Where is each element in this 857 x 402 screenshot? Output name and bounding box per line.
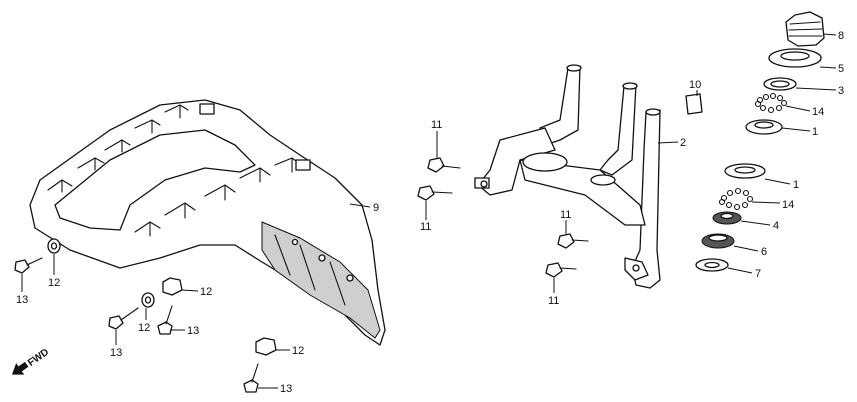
nut-12-c [162,277,183,296]
callout-12: 12 [200,286,212,298]
forward-direction-indicator: FWD [11,347,51,375]
callout-3: 3 [838,85,844,97]
callout-7: 7 [755,268,761,280]
washer-12-a [47,238,61,254]
bolt-13-d [243,363,259,393]
front-fender [29,99,386,346]
forward-label: FWD [26,347,51,369]
bolt-11-d [545,262,577,278]
callout-11: 11 [431,119,442,131]
bolt-11-b [417,185,453,201]
callout-6: 6 [761,246,767,258]
callout-8: 8 [838,30,844,42]
plate-part [685,93,703,115]
callout-1: 1 [812,126,818,138]
callout-13: 13 [16,294,28,306]
callout-13: 13 [280,383,292,395]
steering-stack [695,11,825,272]
callout-5: 5 [838,63,844,75]
callout-9: 9 [373,202,379,214]
callout-1: 1 [793,179,799,191]
leader-lines [21,33,837,389]
fork-bridge [474,64,661,289]
bolt-11-a [427,157,461,173]
callout-12: 12 [292,345,304,357]
callout-labels: 8 5 3 14 1 10 2 1 14 4 6 7 9 11 11 11 11… [16,30,844,395]
bolt-13-a [14,257,43,274]
bolt-11-c [557,233,589,249]
callout-12: 12 [138,322,150,334]
callout-11: 11 [548,295,559,307]
callout-11: 11 [560,209,571,221]
washer-12-b [141,292,155,308]
callout-14: 14 [782,199,794,211]
callout-2: 2 [680,137,686,149]
callout-14: 14 [812,106,824,118]
forward-arrow-icon [11,361,29,375]
bolt-13-c [157,305,173,335]
callout-10: 10 [689,79,701,91]
callout-12: 12 [48,277,60,289]
callout-13: 13 [110,347,122,359]
callout-11: 11 [420,221,431,233]
nut-12-d [255,337,277,356]
callout-4: 4 [773,220,779,232]
callout-13: 13 [187,325,199,337]
bolt-13-b [108,307,139,330]
